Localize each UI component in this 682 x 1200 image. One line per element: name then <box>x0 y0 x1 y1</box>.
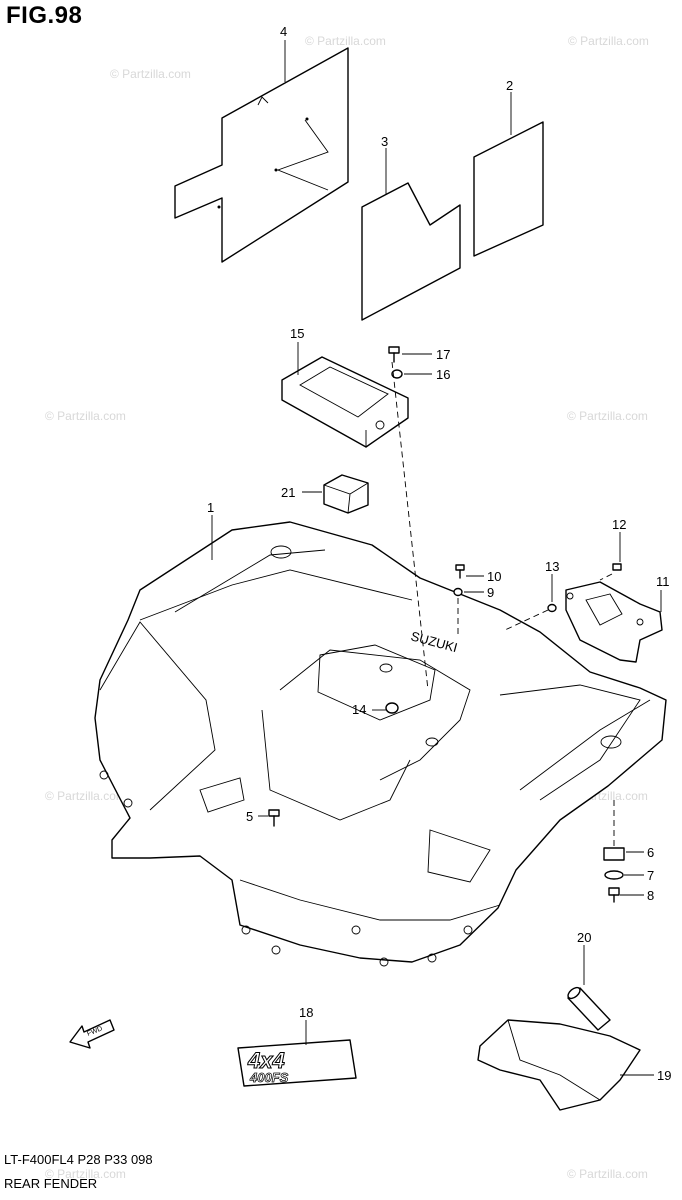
part-14-plug <box>385 702 399 714</box>
part-21-block <box>323 474 369 514</box>
figure-code: LT-F400FL4 P28 P33 098 <box>4 1152 153 1167</box>
part-1-rear-fender: SUZUKI <box>94 521 667 967</box>
callout-12: 12 <box>612 517 626 532</box>
callout-6: 6 <box>647 845 654 860</box>
part-3-pad <box>361 182 461 321</box>
callout-10: 10 <box>487 569 501 584</box>
part-9-nut <box>453 587 463 597</box>
watermark: © Partzilla.com <box>45 1167 126 1181</box>
part-17-bolt <box>388 346 400 363</box>
callout-19: 19 <box>657 1068 671 1083</box>
watermark: © Partzilla.com <box>568 34 649 48</box>
watermark: © Partzilla.com <box>45 789 126 803</box>
callout-8: 8 <box>647 888 654 903</box>
watermark: © Partzilla.com <box>567 409 648 423</box>
emblem-text-top: 4x4 <box>247 1048 285 1073</box>
part-2-pad <box>473 121 544 257</box>
callout-13: 13 <box>545 559 559 574</box>
callout-5: 5 <box>246 809 253 824</box>
assembly-line <box>504 609 549 631</box>
part-4-pad <box>174 47 349 263</box>
callout-3: 3 <box>381 134 388 149</box>
part-18-emblem: 4x4 400FS <box>237 1039 357 1087</box>
part-7-washer <box>604 870 624 880</box>
watermark: © Partzilla.com <box>110 67 191 81</box>
callout-2: 2 <box>506 78 513 93</box>
part-19-seat-cover <box>477 1019 641 1111</box>
assembly-line <box>599 573 613 581</box>
figure-name: REAR FENDER <box>4 1176 98 1191</box>
callout-1: 1 <box>207 500 214 515</box>
part-20-tube <box>567 986 611 1031</box>
part-6-grommet <box>603 847 625 861</box>
part-8-bolt <box>608 887 620 903</box>
emblem-text-bottom: 400FS <box>249 1070 289 1085</box>
part-10-screw <box>455 564 465 579</box>
part-12-screw <box>612 563 622 571</box>
watermark: © Partzilla.com <box>45 409 126 423</box>
callout-4: 4 <box>280 24 287 39</box>
assembly-line <box>391 361 429 691</box>
part-15-tray <box>281 356 409 448</box>
callout-17: 17 <box>436 347 450 362</box>
part-5-bolt <box>268 809 280 827</box>
figure-title: FIG.98 <box>6 2 83 29</box>
callout-18: 18 <box>299 1005 313 1020</box>
part-13-washer <box>547 603 557 613</box>
callout-20: 20 <box>577 930 591 945</box>
callout-14: 14 <box>352 702 366 717</box>
callout-7: 7 <box>647 868 654 883</box>
part-11-bracket <box>565 581 663 663</box>
part-16-grommet <box>391 369 403 379</box>
fwd-arrow-icon: FWD <box>69 1019 115 1049</box>
callout-9: 9 <box>487 585 494 600</box>
watermark: © Partzilla.com <box>305 34 386 48</box>
callout-15: 15 <box>290 326 304 341</box>
callout-16: 16 <box>436 367 450 382</box>
callout-21: 21 <box>281 485 295 500</box>
watermark: © Partzilla.com <box>567 1167 648 1181</box>
callout-11: 11 <box>656 574 670 589</box>
